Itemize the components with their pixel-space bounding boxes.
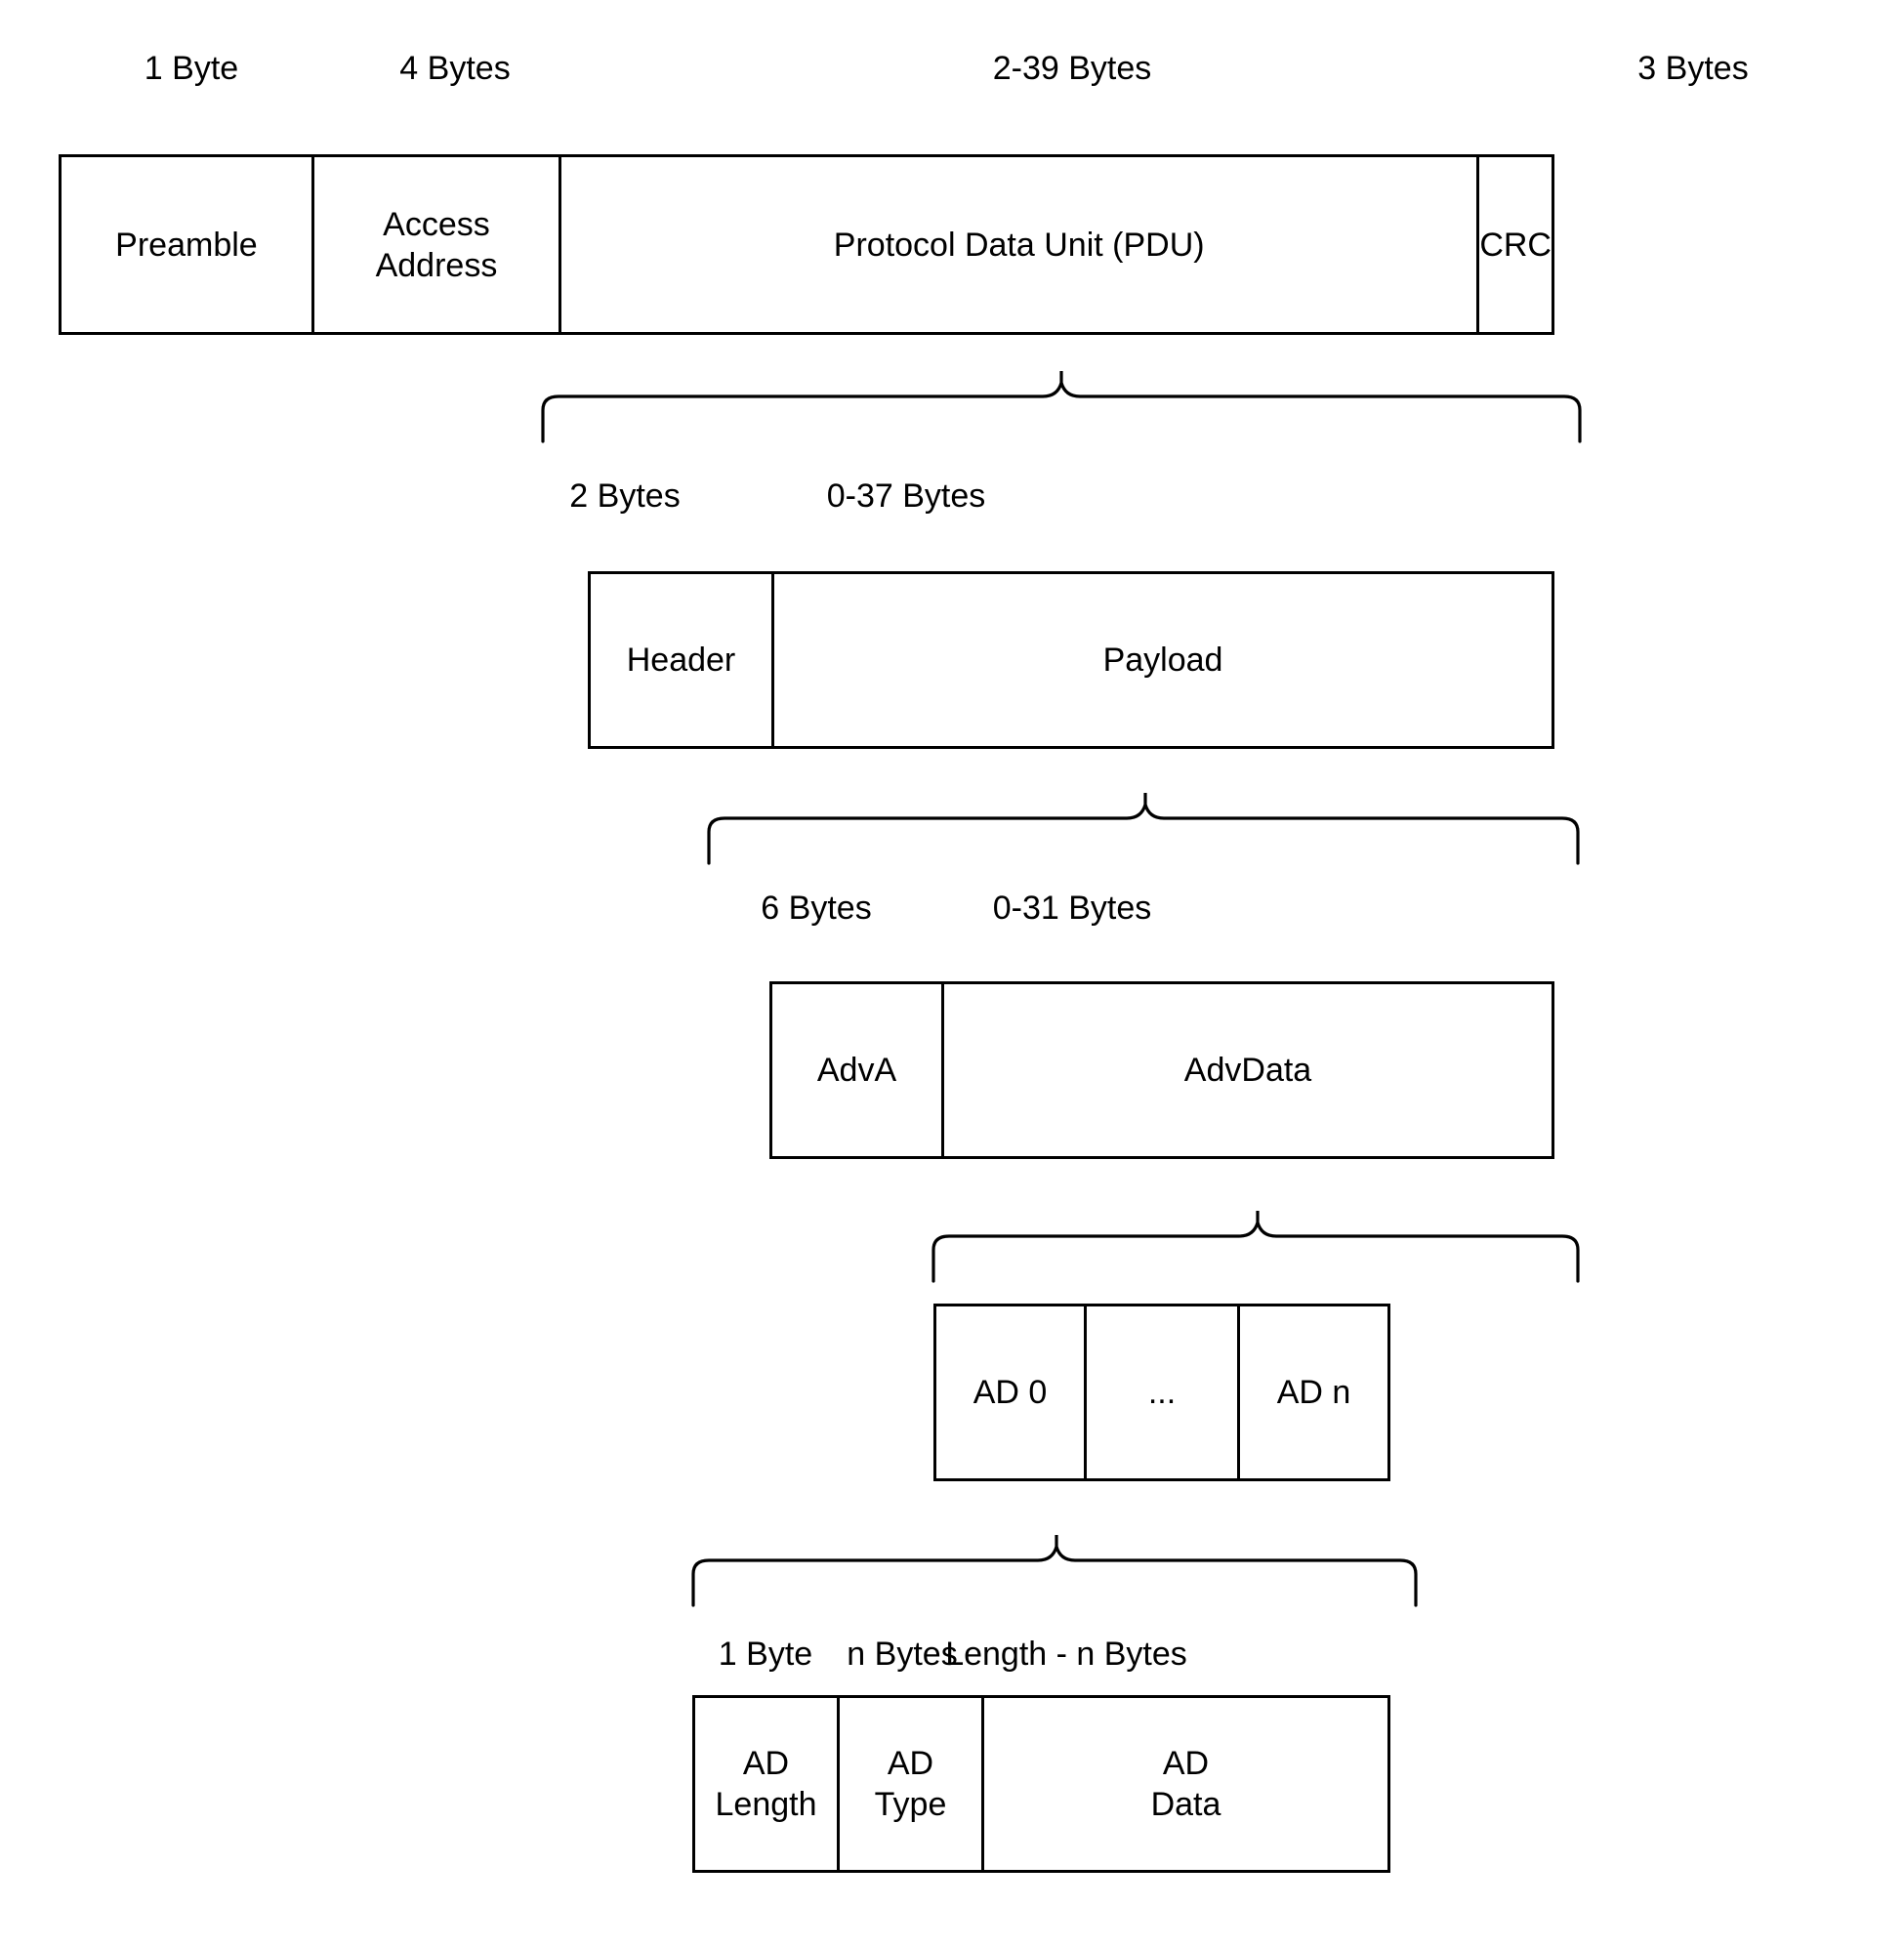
row-advdata: AD 0 ... AD n	[933, 1304, 1390, 1481]
brace-advdata-to-ad-list	[930, 1211, 1582, 1283]
cell-crc[interactable]: CRC	[1479, 157, 1552, 332]
cell-adva[interactable]: AdvA	[772, 984, 944, 1156]
row-link-layer-packet: Preamble Access Address Protocol Data Un…	[59, 154, 1554, 335]
cell-advdata[interactable]: AdvData	[944, 984, 1552, 1156]
size-label-pdu: 2-39 Bytes	[992, 50, 1152, 87]
size-label-access-address: 4 Bytes	[399, 50, 511, 87]
size-label-ad-type: n Bytes	[847, 1636, 958, 1673]
cell-ad-type[interactable]: AD Type	[840, 1698, 984, 1870]
cell-payload[interactable]: Payload	[774, 574, 1552, 746]
brace-pdu-to-header-payload	[539, 371, 1584, 443]
cell-ad-data[interactable]: AD Data	[984, 1698, 1387, 1870]
size-label-ad-length: 1 Byte	[718, 1636, 813, 1673]
row-pdu: Header Payload	[588, 571, 1554, 749]
cell-access-address[interactable]: Access Address	[313, 157, 562, 332]
brace-payload-to-adva-advdata	[705, 793, 1582, 865]
cell-ad-n[interactable]: AD n	[1240, 1306, 1387, 1478]
size-label-ad-data: Length - n Bytes	[945, 1636, 1187, 1673]
size-label-crc: 3 Bytes	[1637, 50, 1749, 87]
size-label-payload: 0-37 Bytes	[826, 477, 986, 515]
size-label-adva: 6 Bytes	[761, 890, 872, 927]
brace-ad0-to-ad-structure	[689, 1535, 1420, 1607]
cell-ad-0[interactable]: AD 0	[936, 1306, 1087, 1478]
row-ad-structure: AD Length AD Type AD Data	[692, 1695, 1390, 1873]
size-label-preamble: 1 Byte	[144, 50, 239, 87]
cell-pdu[interactable]: Protocol Data Unit (PDU)	[561, 157, 1480, 332]
cell-header[interactable]: Header	[591, 574, 774, 746]
size-label-header: 2 Bytes	[569, 477, 681, 515]
cell-preamble[interactable]: Preamble	[62, 157, 314, 332]
row-payload: AdvA AdvData	[769, 981, 1554, 1159]
size-label-advdata: 0-31 Bytes	[992, 890, 1152, 927]
cell-ad-length[interactable]: AD Length	[695, 1698, 840, 1870]
cell-ad-ellipsis[interactable]: ...	[1087, 1306, 1240, 1478]
